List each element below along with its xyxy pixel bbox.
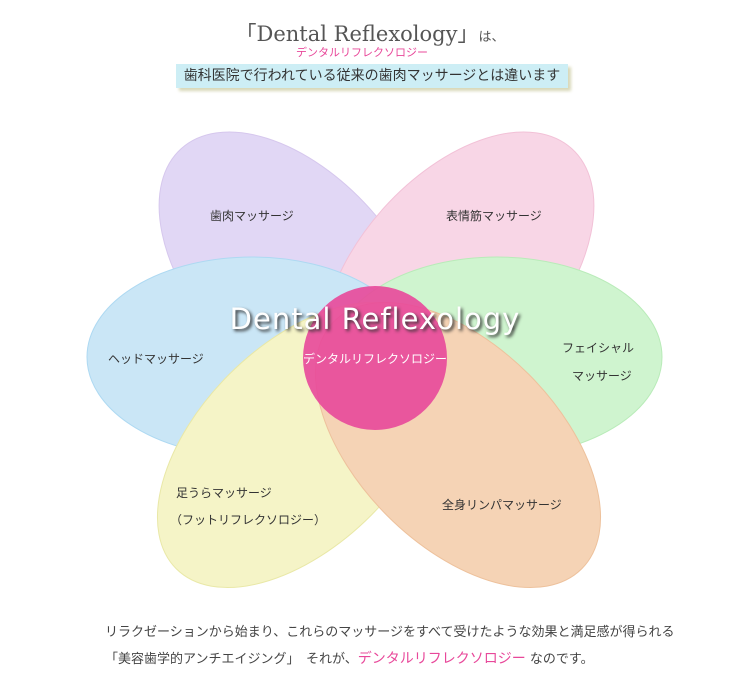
footer-highlight: デンタルリフレクソロジー: [357, 651, 526, 667]
label-facial-muscle-massage: 表情筋マッサージ: [446, 209, 542, 223]
footer-text-a: 「美容歯学的アンチエイジング」 それが、: [105, 652, 358, 667]
label-gum-massage: 歯肉マッサージ: [210, 209, 294, 223]
center-title: Dental Reflexology: [229, 302, 521, 336]
footer-text-b: なのです。: [525, 652, 594, 667]
footer-line-1: リラクゼーションから始まり、これらのマッサージをすべて受けたような効果と満足感が…: [105, 625, 675, 640]
banner: 歯科医院で行われている従来の歯肉マッサージとは違います: [176, 64, 568, 88]
label-facial-massage-1: フェイシャル: [562, 341, 635, 355]
label-lymph-massage: 全身リンパマッサージ: [442, 498, 562, 512]
label-head-massage: ヘッドマッサージ: [108, 352, 204, 366]
label-foot-massage-1: 足うらマッサージ: [176, 486, 272, 500]
title-suffix: は、: [478, 30, 505, 45]
center-circle: [303, 286, 447, 430]
footer-line-2: 「美容歯学的アンチエイジング」 それが、デンタルリフレクソロジー なのです。: [105, 648, 594, 668]
page-title: 「Dental Reflexology」は、: [0, 18, 740, 48]
title-reading: デンタルリフレクソロジー: [296, 46, 428, 59]
title-text: 「Dental Reflexology」: [235, 22, 479, 46]
center-subtitle: デンタルリフレクソロジー: [302, 352, 447, 366]
label-facial-massage-2: マッサージ: [572, 369, 632, 383]
label-foot-massage-2: （フットリフレクソロジー）: [170, 513, 327, 527]
